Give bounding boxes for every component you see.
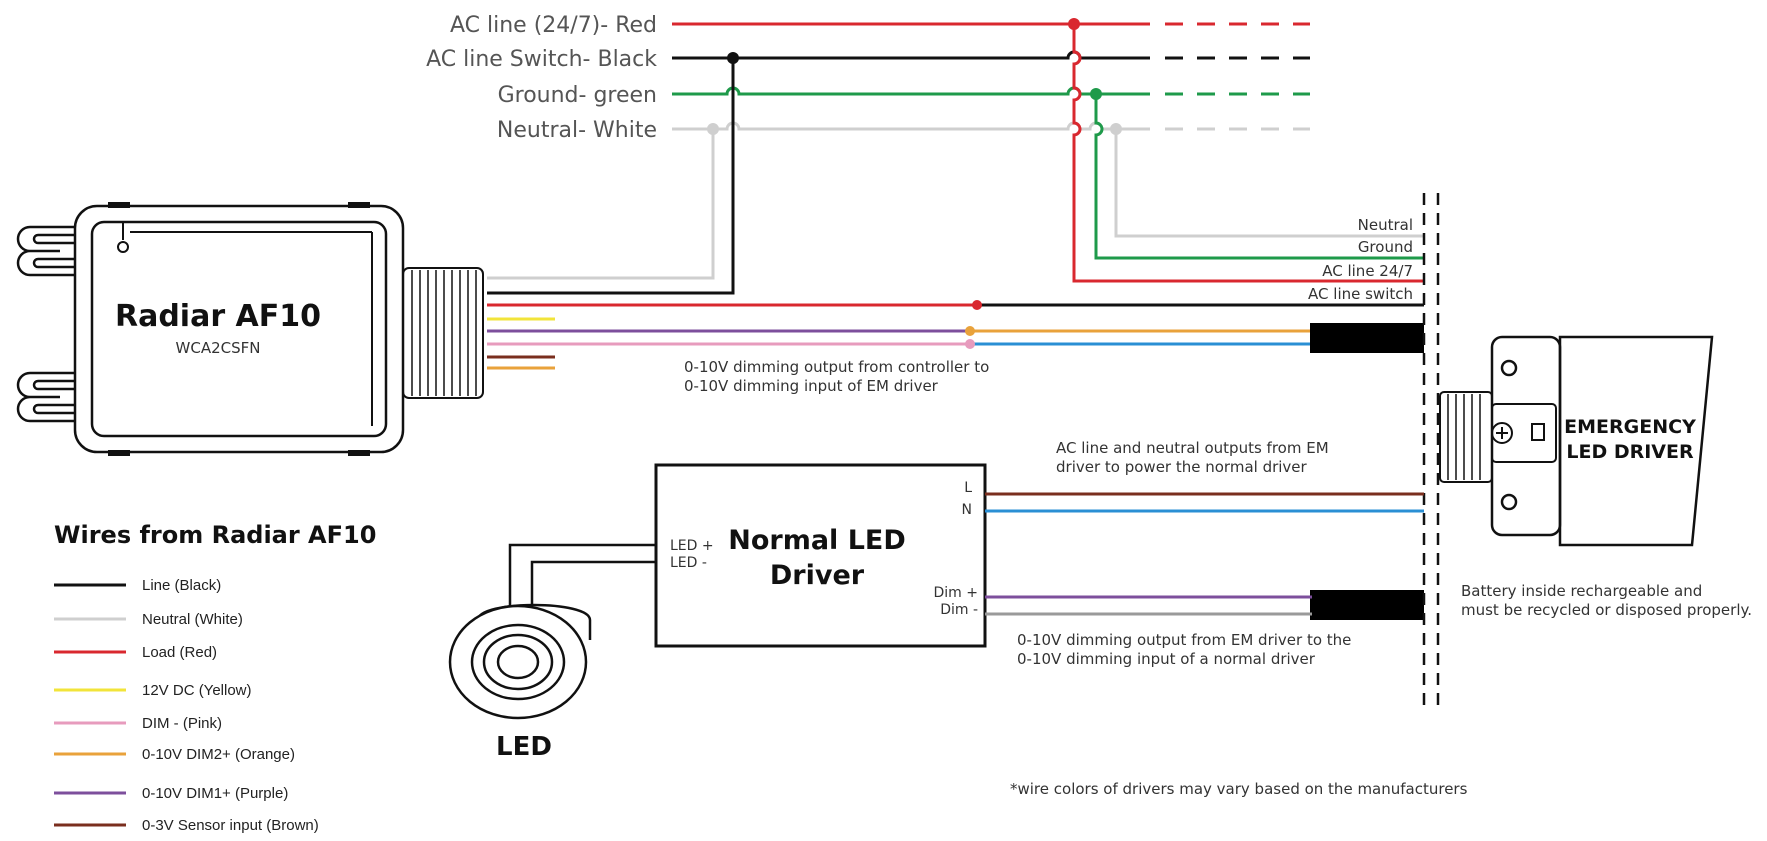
radiar-af10-controller: [16, 202, 484, 456]
normal-driver-n: N: [962, 502, 972, 518]
em-terminal-ac-switch: AC line switch: [1308, 285, 1413, 303]
neutral-em-drop-wire: [1114, 129, 1424, 238]
controller-clip: [108, 450, 130, 456]
dim-junction-dot: [965, 326, 975, 336]
black-drop-wire: [487, 58, 735, 295]
controller-name: Radiar AF10: [115, 299, 321, 334]
em-terminal-labels: Neutral Ground AC line 24/7 AC line swit…: [1308, 216, 1413, 303]
em-slot: [1531, 423, 1545, 441]
led-leads: [508, 543, 656, 610]
supply-lines: [672, 22, 1310, 131]
note-battery-line2: must be recycled or disposed properly.: [1461, 601, 1752, 619]
legend-label-12v: 12V DC (Yellow): [142, 682, 252, 699]
red-junction-dot: [1068, 18, 1080, 30]
em-mount-hole-top: [1500, 359, 1518, 377]
red-drop-wire: [1072, 24, 1424, 283]
controller-thread: [402, 267, 484, 399]
normal-driver-l: L: [964, 480, 972, 496]
normal-driver-title-line2: Driver: [770, 560, 865, 591]
note-ac-outputs-line2: driver to power the normal driver: [1056, 458, 1308, 476]
note-battery: Battery inside rechargeable and must be …: [1461, 582, 1752, 619]
em-body: [1558, 335, 1714, 547]
legend-label-dim2: 0-10V DIM2+ (Orange): [142, 746, 295, 763]
controller-thread-ridges: [411, 270, 477, 396]
controller-inner: [90, 220, 388, 438]
note-dim-controller: 0-10V dimming output from controller to …: [684, 358, 989, 395]
note-dim-em: 0-10V dimming output from EM driver to t…: [1017, 631, 1351, 668]
disclaimer-note: *wire colors of drivers may vary based o…: [1010, 780, 1468, 798]
controller-output-wires: [487, 300, 1424, 370]
supply-labels: AC line (24/7)- Red AC line Switch- Blac…: [426, 13, 657, 143]
normal-driver-dim-minus: Dim -: [940, 602, 978, 618]
legend-label-neutral: Neutral (White): [142, 611, 243, 628]
supply-label-black: AC line Switch- Black: [426, 47, 657, 72]
legend: Line (Black) Neutral (White) Load (Red) …: [54, 577, 319, 834]
led-label: LED: [496, 732, 552, 762]
em-terminal-ground: Ground: [1358, 238, 1413, 256]
legend-title: Wires from Radiar AF10: [54, 521, 376, 549]
legend-label-sensor: 0-3V Sensor input (Brown): [142, 817, 319, 834]
controller-clip: [348, 202, 370, 208]
led-ring-1: [470, 623, 566, 701]
note-dim-em-line2: 0-10V dimming input of a normal driver: [1017, 650, 1316, 668]
note-ac-outputs-line1: AC line and neutral outputs from EM: [1056, 439, 1329, 457]
legend-label-load: Load (Red): [142, 644, 217, 661]
em-terminal-ac-line: AC line 24/7: [1322, 262, 1413, 280]
controller-clip: [348, 450, 370, 456]
legend-label-dim1: 0-10V DIM1+ (Purple): [142, 785, 288, 802]
wall-divider: [1422, 193, 1440, 712]
supply-label-green: Ground- green: [498, 83, 657, 108]
controller-clip: [108, 202, 130, 208]
normal-driver-dim-plus: Dim +: [934, 585, 979, 601]
dim-minus-junction-dot: [965, 339, 975, 349]
note-ac-outputs: AC line and neutral outputs from EM driv…: [1056, 439, 1329, 476]
em-terminal-neutral: Neutral: [1358, 216, 1413, 234]
note-dim-em-line1: 0-10V dimming output from EM driver to t…: [1017, 631, 1351, 649]
legend-label-dim-minus: DIM - (Pink): [142, 715, 222, 732]
note-dim-controller-line2: 0-10V dimming input of EM driver: [684, 377, 939, 395]
normal-driver-title-line1: Normal LED: [728, 525, 906, 556]
em-to-normal-wires: [985, 492, 1424, 616]
dim-connector-bottom: [1310, 590, 1424, 620]
note-battery-line1: Battery inside rechargeable and: [1461, 582, 1702, 600]
em-driver-title-line2: LED DRIVER: [1566, 441, 1694, 463]
green-junction-dot: [1090, 88, 1102, 100]
legend-label-line: Line (Black): [142, 577, 221, 594]
black-junction-dot: [727, 52, 739, 64]
load-junction-dot: [972, 300, 982, 310]
controller-model: WCA2CSFN: [176, 339, 261, 357]
em-screw-slot: [1496, 427, 1508, 439]
em-thread-ridges: [1447, 394, 1481, 480]
controller-inner-detail: [117, 222, 373, 426]
supply-label-neutral: Neutral- White: [497, 118, 657, 143]
controller-feed-wires: [487, 52, 739, 295]
em-feed-wires: [1068, 18, 1424, 283]
green-drop-wire: [1094, 94, 1424, 260]
em-mount-hole-bottom: [1500, 493, 1518, 511]
neutral-junction-dot: [707, 123, 719, 135]
normal-driver-led-plus: LED +: [670, 538, 714, 554]
supply-label-red: AC line (24/7)- Red: [450, 13, 657, 38]
note-dim-controller-line1: 0-10V dimming output from controller to: [684, 358, 989, 376]
em-screw: [1491, 422, 1513, 444]
mounting-ear-bottom: [16, 371, 75, 423]
mounting-ear-top: [16, 225, 75, 277]
em-driver-title-line1: EMERGENCY: [1564, 416, 1696, 438]
normal-led-driver-box: [654, 463, 987, 648]
led-ring-3: [496, 644, 540, 680]
emergency-led-driver: [1439, 335, 1714, 547]
neutral-em-junction-dot: [1110, 123, 1122, 135]
led-trim: [448, 604, 588, 720]
neutral-drop-wire: [487, 129, 715, 280]
dim-connector-top: [1310, 323, 1424, 353]
led-ring-2: [482, 633, 554, 691]
normal-driver-led-minus: LED -: [670, 555, 707, 571]
led-fixture: [448, 543, 656, 720]
